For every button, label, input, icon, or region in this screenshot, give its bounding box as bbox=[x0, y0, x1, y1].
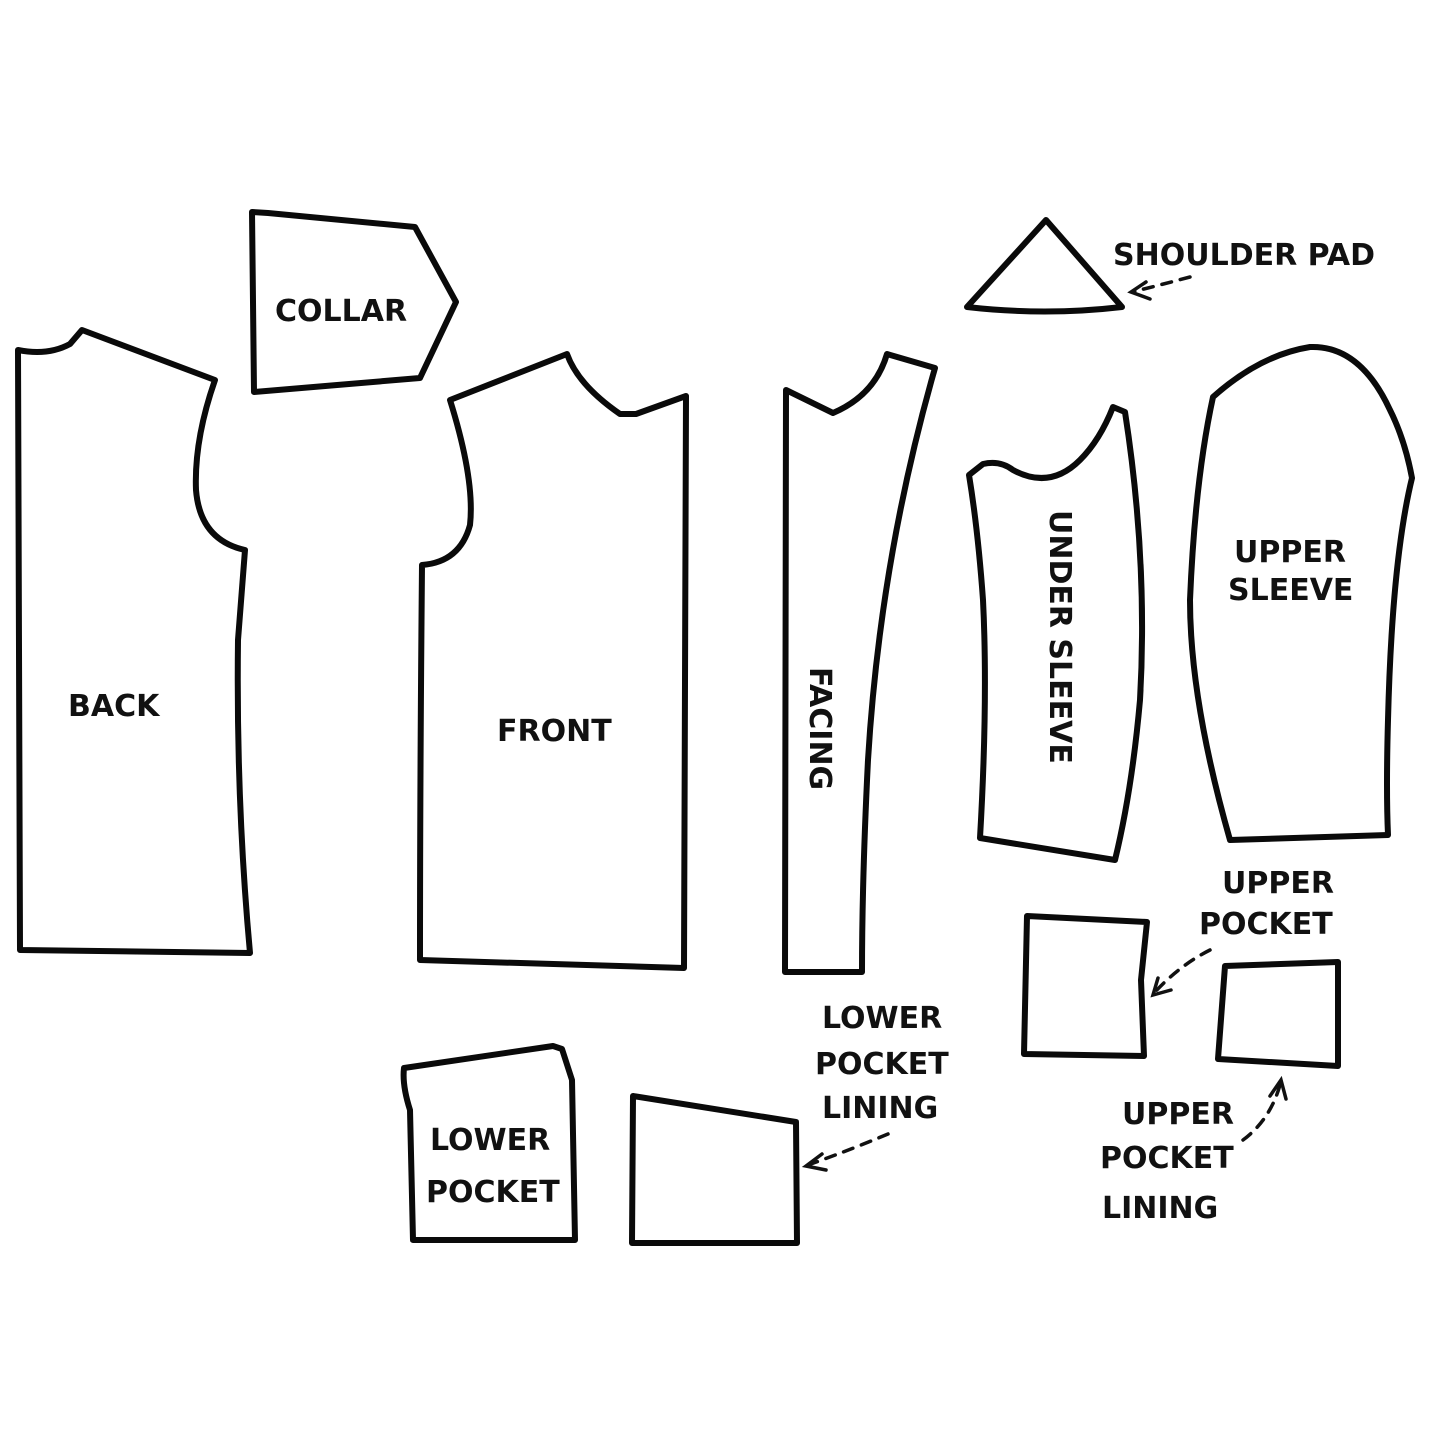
upper-pocket-arrowhead bbox=[1150, 976, 1173, 998]
label-upper-pocket-lining-3: LINING bbox=[1102, 1191, 1218, 1226]
piece-upper-pocket-lining: UPPER POCKET LINING bbox=[1100, 959, 1341, 1226]
label-lower-pocket-lining-3: LINING bbox=[822, 1091, 938, 1126]
label-collar: COLLAR bbox=[275, 294, 407, 329]
piece-shoulder-pad: SHOULDER PAD bbox=[964, 217, 1375, 315]
lower-pocket-lining-arrow bbox=[806, 1132, 890, 1167]
label-lower-pocket-1: LOWER bbox=[430, 1123, 550, 1158]
piece-collar: COLLAR bbox=[249, 209, 459, 395]
piece-lower-pocket-lining: LOWER POCKET LINING bbox=[629, 1001, 949, 1246]
label-upper-pocket-2: POCKET bbox=[1199, 907, 1333, 942]
shoulder-pad-arrowhead bbox=[1127, 280, 1152, 301]
upper-pocket-lining-arrow bbox=[1241, 1083, 1282, 1142]
label-lower-pocket-2: POCKET bbox=[426, 1175, 560, 1210]
lower-pocket-lining-arrowhead bbox=[801, 1152, 828, 1172]
piece-under-sleeve: UNDER SLEEVE bbox=[966, 404, 1146, 863]
shoulder-pad-arrow bbox=[1130, 275, 1192, 294]
label-upper-pocket-lining-2: POCKET bbox=[1100, 1141, 1234, 1176]
label-upper-sleeve-2: SLEEVE bbox=[1228, 573, 1353, 608]
upper-pocket-lining-arrowhead bbox=[1268, 1075, 1288, 1101]
piece-front: FRONT bbox=[417, 351, 689, 971]
label-upper-pocket-1: UPPER bbox=[1222, 866, 1334, 901]
piece-upper-sleeve: UPPER SLEEVE bbox=[1187, 343, 1415, 843]
label-lower-pocket-lining-1: LOWER bbox=[822, 1001, 942, 1036]
label-facing: FACING bbox=[802, 667, 837, 790]
label-front: FRONT bbox=[497, 714, 612, 749]
piece-upper-pocket: UPPER POCKET bbox=[1021, 866, 1334, 1059]
label-lower-pocket-lining-2: POCKET bbox=[815, 1047, 949, 1082]
upper-pocket-arrow bbox=[1153, 948, 1212, 994]
label-upper-pocket-lining-1: UPPER bbox=[1122, 1097, 1234, 1132]
piece-facing: FACING bbox=[782, 351, 938, 975]
label-shoulder-pad: SHOULDER PAD bbox=[1113, 238, 1375, 273]
label-back: BACK bbox=[68, 689, 161, 724]
piece-lower-pocket: LOWER POCKET bbox=[400, 1043, 578, 1243]
label-under-sleeve: UNDER SLEEVE bbox=[1042, 510, 1077, 764]
label-upper-sleeve-1: UPPER bbox=[1234, 535, 1346, 570]
piece-back: BACK bbox=[15, 327, 253, 956]
